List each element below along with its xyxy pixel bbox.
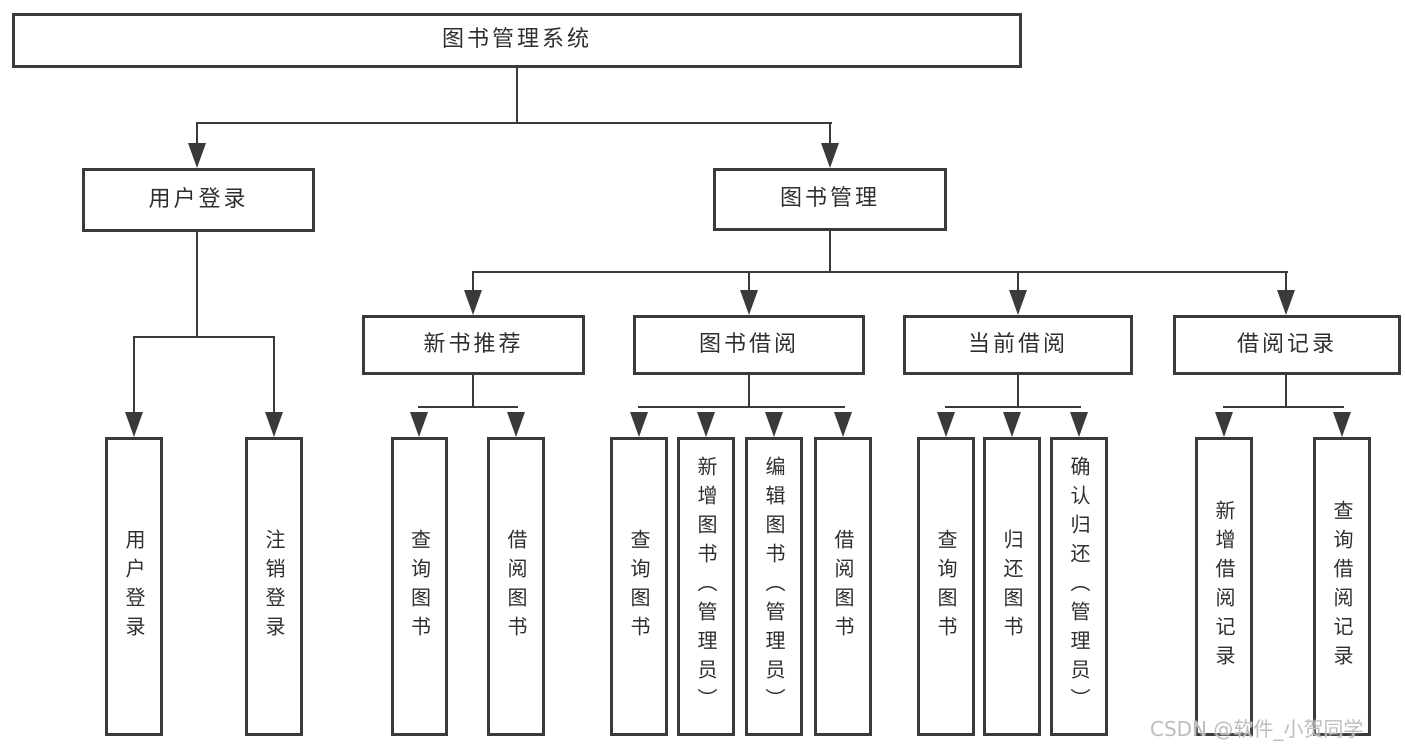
leaf-add-book-admin: 新增图书（管理员）	[677, 437, 735, 736]
connector-line	[516, 68, 518, 124]
node-new-book-recommendation: 新书推荐	[362, 315, 585, 375]
arrow-down-icon	[630, 412, 648, 437]
connector-line	[472, 375, 474, 408]
leaf-logout: 注销登录	[245, 437, 303, 736]
arrow-down-icon	[125, 412, 143, 437]
connector-line	[1285, 271, 1287, 292]
node-library-management-system: 图书管理系统	[12, 13, 1022, 68]
leaf-query-books-current: 查询图书	[917, 437, 975, 736]
connector-line	[196, 122, 198, 146]
connector-line	[638, 406, 845, 408]
node-book-borrowing: 图书借阅	[633, 315, 865, 375]
arrow-down-icon	[464, 290, 482, 315]
connector-line	[472, 271, 474, 292]
arrow-down-icon	[1277, 290, 1295, 315]
connector-line	[133, 336, 275, 338]
connector-line	[196, 122, 832, 124]
watermark-text: CSDN @软件_小贺同学	[1150, 717, 1364, 741]
arrow-down-icon	[410, 412, 428, 437]
connector-line	[196, 232, 198, 338]
node-borrowing-records: 借阅记录	[1173, 315, 1401, 375]
leaf-user-login: 用户登录	[105, 437, 163, 736]
leaf-borrow-books-recommend: 借阅图书	[487, 437, 545, 736]
node-current-borrowing: 当前借阅	[903, 315, 1133, 375]
arrow-down-icon	[1009, 290, 1027, 315]
arrow-down-icon	[507, 412, 525, 437]
arrow-down-icon	[1003, 412, 1021, 437]
leaf-edit-book-admin: 编辑图书（管理员）	[745, 437, 803, 736]
leaf-borrow-books-borrowing: 借阅图书	[814, 437, 872, 736]
leaf-query-books-borrowing: 查询图书	[610, 437, 668, 736]
connector-line	[1017, 271, 1019, 292]
arrow-down-icon	[937, 412, 955, 437]
arrow-down-icon	[1215, 412, 1233, 437]
node-book-management: 图书管理	[713, 168, 947, 231]
connector-line	[1285, 375, 1287, 408]
arrow-down-icon	[821, 143, 839, 168]
leaf-return-books: 归还图书	[983, 437, 1041, 736]
leaf-confirm-return-admin: 确认归还（管理员）	[1050, 437, 1108, 736]
connector-line	[1017, 375, 1019, 408]
connector-line	[748, 375, 750, 408]
leaf-query-books-recommend: 查询图书	[391, 437, 448, 736]
connector-line	[829, 231, 831, 273]
arrow-down-icon	[834, 412, 852, 437]
connector-line	[273, 336, 275, 415]
connector-line	[1223, 406, 1344, 408]
arrow-down-icon	[265, 412, 283, 437]
arrow-down-icon	[1333, 412, 1351, 437]
connector-line	[472, 271, 1288, 273]
connector-line	[829, 122, 831, 146]
connector-line	[418, 406, 518, 408]
node-user-login: 用户登录	[82, 168, 315, 232]
connector-line	[945, 406, 1081, 408]
connector-line	[748, 271, 750, 292]
arrow-down-icon	[740, 290, 758, 315]
arrow-down-icon	[765, 412, 783, 437]
arrow-down-icon	[188, 143, 206, 168]
arrow-down-icon	[1070, 412, 1088, 437]
leaf-query-borrow-record: 查询借阅记录	[1313, 437, 1371, 736]
arrow-down-icon	[697, 412, 715, 437]
leaf-add-borrow-record: 新增借阅记录	[1195, 437, 1253, 736]
connector-line	[133, 336, 135, 415]
